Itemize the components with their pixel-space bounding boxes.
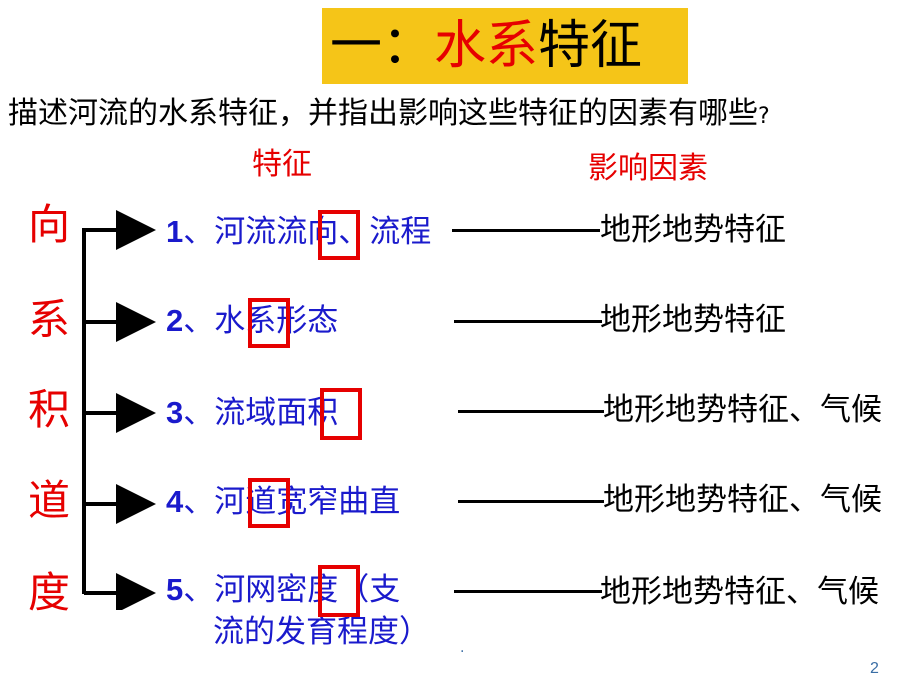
factor-5: 地形地势特征、气候 bbox=[600, 574, 879, 610]
title-highlight: 水系 bbox=[434, 16, 539, 76]
factor-3: 地形地势特征、气候 bbox=[603, 392, 882, 428]
footer-dot: . bbox=[460, 640, 465, 656]
highlight-box-1 bbox=[318, 210, 360, 260]
features-header: 特征 bbox=[252, 147, 312, 182]
left-char-2: 系 bbox=[28, 295, 71, 344]
connector-line-4 bbox=[458, 500, 604, 503]
factors-header: 影响因素 bbox=[588, 151, 708, 186]
left-char-1: 向 bbox=[28, 200, 71, 249]
highlight-box-3 bbox=[320, 388, 362, 440]
item-2: 2、水系形态 bbox=[166, 303, 339, 339]
factor-2: 地形地势特征 bbox=[600, 302, 786, 338]
title-background bbox=[322, 8, 688, 84]
highlight-box-4 bbox=[248, 478, 290, 528]
slide-title: 一：水系特征 bbox=[330, 12, 642, 80]
bracket-arrows bbox=[84, 210, 156, 610]
highlight-box-2 bbox=[248, 298, 290, 348]
left-char-5: 度 bbox=[28, 568, 71, 617]
title-prefix: 一： bbox=[330, 16, 435, 76]
highlight-box-5 bbox=[318, 565, 360, 617]
question-text: 描述河流的水系特征，并指出影响这些特征的因素有哪些? bbox=[8, 96, 770, 131]
page-number: 2 bbox=[870, 660, 879, 677]
title-suffix: 特征 bbox=[538, 16, 643, 76]
item-4: 4、河道宽窄曲直 bbox=[166, 484, 401, 520]
connector-line-2 bbox=[454, 320, 602, 323]
item-5-line-2: 流的发育程度） bbox=[213, 614, 430, 650]
item-1: 1、河流流向、流程 bbox=[166, 214, 432, 250]
connector-line-1 bbox=[452, 229, 600, 232]
left-char-4: 道 bbox=[28, 476, 71, 525]
connector-line-3 bbox=[458, 410, 604, 413]
factor-4: 地形地势特征、气候 bbox=[603, 482, 882, 518]
item-3: 3、流域面积 bbox=[166, 395, 339, 431]
item-5: 5、河网密度（支 bbox=[166, 572, 401, 608]
factor-1: 地形地势特征 bbox=[600, 212, 786, 248]
left-char-3: 积 bbox=[28, 385, 71, 434]
connector-line-5 bbox=[454, 590, 602, 593]
